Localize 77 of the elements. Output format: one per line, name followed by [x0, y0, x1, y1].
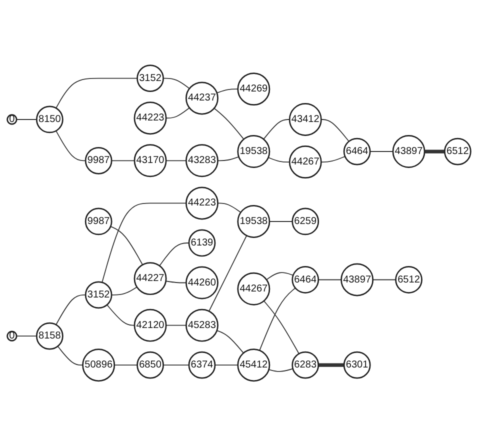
connector: [162, 365, 190, 366]
node-circle: 8158: [36, 322, 64, 350]
node-circle: 8150: [36, 106, 64, 134]
connector: [166, 325, 187, 326]
node-circle: 9987: [84, 208, 112, 236]
node-circle: 43897: [392, 135, 426, 168]
connector: [266, 272, 294, 281]
connector: [56, 294, 86, 326]
node-circle: 6259: [292, 208, 320, 236]
connector: [269, 221, 293, 222]
connector: [106, 304, 135, 326]
connector: [216, 330, 244, 354]
connector: [57, 346, 84, 366]
node-circle: 6512: [395, 266, 422, 294]
connector: [16, 336, 38, 337]
node-circle: 44269: [237, 72, 270, 106]
connector: [214, 365, 238, 366]
node-circle: 43170: [134, 144, 167, 178]
node-circle: 3152: [84, 282, 112, 309]
node-circle: 19538: [237, 135, 270, 168]
connector: [320, 156, 346, 163]
node-circle: 6374: [188, 352, 216, 380]
node-circle: 0: [6, 331, 18, 342]
node-circle: 0: [6, 114, 18, 126]
node-circle: 6301: [343, 352, 371, 380]
connector: [216, 89, 238, 94]
connector: [318, 280, 342, 281]
connector: [110, 226, 144, 266]
connector: [111, 286, 138, 296]
node-circle: 44267: [288, 146, 322, 179]
connector: [56, 78, 138, 109]
connector: [102, 203, 187, 284]
connector: [166, 160, 187, 162]
connector: [372, 280, 396, 281]
node-circle: 44223: [134, 102, 167, 135]
connector: [318, 364, 344, 368]
node-circle: 3152: [136, 65, 164, 92]
connector: [217, 203, 242, 214]
connector: [268, 368, 294, 372]
node-circle: 6464: [343, 138, 371, 166]
connector: [114, 365, 138, 366]
connector: [159, 242, 190, 267]
node-circle: 6850: [136, 352, 164, 380]
connector: [56, 130, 86, 162]
connector: [165, 281, 187, 284]
node-circle: 44237: [186, 82, 218, 116]
node-circle: 6512: [444, 138, 472, 166]
connector: [111, 160, 135, 162]
node-circle: 6464: [292, 266, 320, 294]
connector: [214, 108, 244, 140]
connector: [16, 119, 38, 120]
node-circle: 6139: [188, 230, 216, 258]
connector: [263, 300, 300, 355]
connector: [268, 157, 290, 163]
node-circle: 45412: [237, 349, 270, 382]
node-circle: 42120: [134, 309, 167, 342]
node-circle: 50896: [82, 349, 116, 382]
connector: [320, 119, 350, 142]
node-circle: 44260: [186, 266, 218, 300]
connector: [370, 151, 394, 152]
connector: [263, 119, 290, 140]
node-circle: 44227: [134, 262, 167, 296]
node-circle: 44267: [237, 272, 270, 306]
connector: [162, 78, 190, 90]
node-circle: 44223: [186, 187, 218, 220]
connector: [259, 288, 296, 352]
connector: [166, 108, 190, 119]
connector: [217, 156, 240, 162]
node-circle: 19538: [237, 205, 270, 238]
node-circle: 45283: [186, 309, 218, 342]
node-circle: 9987: [84, 147, 112, 175]
node-circle: 43412: [288, 103, 322, 136]
node-circle: 43897: [340, 264, 374, 297]
connector: [208, 236, 248, 312]
connector: [424, 150, 445, 154]
node-circle: 43283: [186, 144, 218, 178]
node-circle: 6283: [292, 352, 320, 380]
